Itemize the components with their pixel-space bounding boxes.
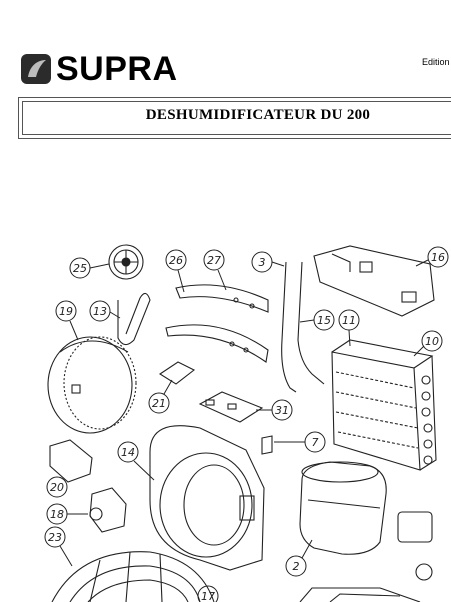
part-capillary-tubes [281,261,325,393]
part-motor [89,487,127,533]
part-relay [49,439,93,483]
part-base-tubing [299,587,421,602]
part-top-bracket [313,245,435,317]
part-grille [51,551,215,602]
callout-label-3: 3 [259,256,266,269]
callout-label-16: 16 [431,251,445,264]
callout-20 [46,476,68,498]
callout-label-27: 27 [207,254,221,267]
callout-label-25: 25 [73,262,87,275]
edition-label: Edition [422,57,450,67]
callout-26 [165,249,187,271]
exploded-parts-diagram: 25 26 27 3 16 19 13 15 11 10 21 31 14 7 … [0,240,451,602]
callout-17 [197,585,219,602]
callout-label-18: 18 [50,508,64,521]
callout-23 [44,526,66,548]
callout-label-15: 15 [317,314,331,327]
part-control-boards [158,361,264,423]
brand-name: SUPRA [56,50,178,88]
callout-label-26: 26 [169,254,183,267]
callout-16 [427,246,449,268]
callout-label-11: 11 [342,314,356,327]
part-blower-wheel [47,336,137,434]
callout-label-19: 19 [59,305,73,318]
callout-14 [117,441,139,463]
callout-19 [55,300,77,322]
part-upper-brackets [165,284,269,363]
callout-27 [203,249,225,271]
callout-label-2: 2 [293,560,300,573]
part-fan-shroud [149,425,265,571]
callout-2 [285,555,307,577]
callout-label-23: 23 [48,531,62,544]
callout-label-13: 13 [93,305,107,318]
supra-logo-mark-icon [21,54,51,84]
part-compressor [299,461,433,581]
callout-label-14: 14 [121,446,135,459]
callout-label-17: 17 [201,590,215,602]
callout-label-7: 7 [312,436,319,449]
part-clip [117,292,151,346]
title-frame-inner [22,101,451,135]
part-sensor-clip [261,435,273,455]
document-title: DESHUMIDIFICATEUR DU 200 [145,107,371,123]
callout-label-20: 20 [50,481,64,494]
supra-logo: SUPRA [20,50,200,88]
callout-label-31: 31 [275,404,289,417]
callout-label-21: 21 [152,397,166,410]
callout-13 [89,300,111,322]
callout-21 [148,392,170,414]
callout-10 [421,330,443,352]
part-evaporator-coil [331,339,437,471]
callout-label-10: 10 [425,335,439,348]
part-fan-hub [108,244,144,280]
title-frame: DESHUMIDIFICATEUR DU 200 [18,97,451,139]
